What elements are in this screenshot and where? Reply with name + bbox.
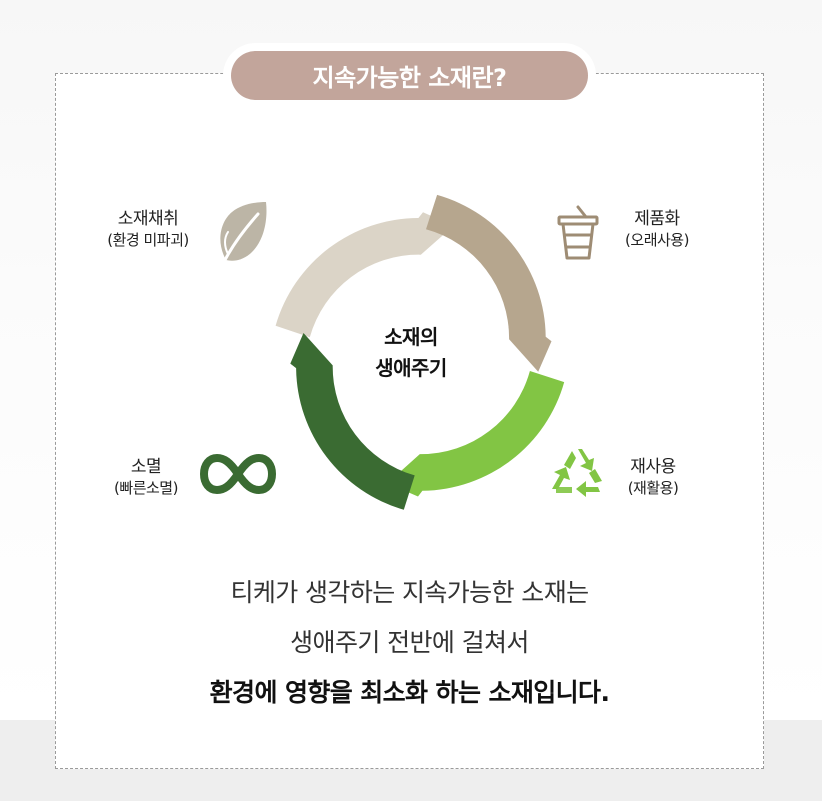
stage-product-name: 제품화	[634, 209, 680, 229]
stage-extraction-sub: (환경 미파괴)	[107, 231, 189, 249]
lifecycle-center-label: 소재의 생애주기	[340, 322, 482, 384]
arrow-product-to-reuse	[426, 194, 552, 372]
description-line2: 생애주기 전반에 걸쳐서	[290, 628, 529, 657]
stage-product-sub: (오래사용)	[625, 231, 689, 249]
description: 티케가 생각하는 지속가능한 소재는 생애주기 전반에 걸쳐서 환경에 영향을 …	[55, 568, 764, 718]
stage-extraction-name: 소재채취	[117, 209, 179, 229]
content-frame	[55, 73, 764, 769]
cup-icon	[557, 205, 599, 260]
stage-disposal-sub: (빠른소멸)	[114, 479, 178, 497]
stage-reuse: 재사용 (재활용)	[598, 456, 708, 498]
stage-reuse-sub: (재활용)	[627, 479, 679, 497]
arrow-disposal-to-extraction	[290, 333, 415, 510]
stage-disposal-name: 소멸	[130, 457, 162, 477]
center-label-line1: 소재의	[384, 325, 438, 349]
stage-product: 제품화 (오래사용)	[602, 208, 712, 250]
center-label-line2: 생애주기	[375, 356, 447, 380]
description-line1: 티케가 생각하는 지속가능한 소재는	[230, 578, 589, 607]
stage-disposal: 소멸 (빠른소멸)	[88, 456, 204, 498]
recycle-icon	[552, 449, 602, 497]
lifecycle-arrows	[275, 194, 565, 510]
stage-reuse-name: 재사용	[630, 457, 676, 477]
arrow-extraction-to-product	[275, 212, 454, 338]
leaf-icon	[220, 202, 267, 264]
description-line3: 환경에 영향을 최소화 하는 소재입니다.	[209, 678, 610, 707]
page-title: 지속가능한 소재란?	[231, 51, 588, 100]
arrow-reuse-to-disposal	[387, 371, 565, 497]
infinity-icon	[200, 454, 276, 494]
stage-extraction: 소재채취 (환경 미파괴)	[88, 208, 208, 250]
